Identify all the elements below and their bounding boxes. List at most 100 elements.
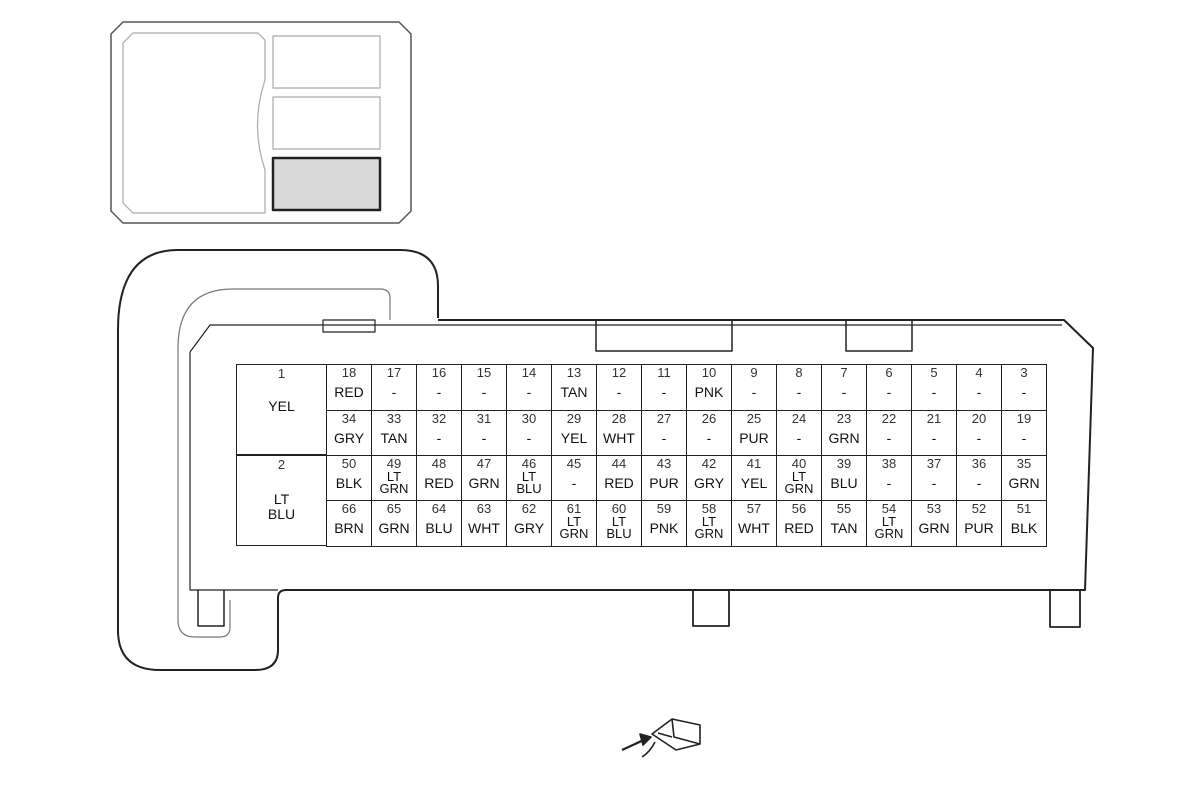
wire-color: TAN <box>380 430 408 446</box>
wire-color: BLK <box>335 475 363 491</box>
pin-number: 46 <box>521 456 537 471</box>
pin-cell-37: 37- <box>911 455 957 501</box>
wire-color: WHT <box>603 430 635 446</box>
pin-number: 48 <box>431 456 447 471</box>
wire-color: GRY <box>693 475 725 491</box>
pin-cell-45: 45- <box>551 455 597 501</box>
pin-number: 60 <box>611 501 627 516</box>
pin-cell-15: 15- <box>461 364 507 411</box>
pin-cell-5: 5- <box>911 364 957 411</box>
wire-color: BLK <box>1010 520 1038 536</box>
wire-color: - <box>886 384 892 400</box>
wire-color: WHT <box>468 520 500 536</box>
pin-number: 56 <box>791 501 807 516</box>
pin-number: 66 <box>341 501 357 516</box>
wire-color: - <box>886 430 892 446</box>
pin-number: 13 <box>566 365 582 380</box>
pin-number: 14 <box>521 365 537 380</box>
pin-cell-8: 8- <box>776 364 822 411</box>
pin-cell-7: 7- <box>821 364 867 411</box>
wire-color: - <box>616 384 622 400</box>
pin-cell-22: 22 - <box>866 410 912 456</box>
wire-color: RED <box>424 475 454 491</box>
pin-cell-20: 20 - <box>956 410 1002 456</box>
wire-color: - <box>1021 384 1027 400</box>
pin-cell-11: 11- <box>641 364 687 411</box>
wire-color: GRY <box>333 430 365 446</box>
pin-number: 64 <box>431 501 447 516</box>
wire-color: TAN <box>560 384 588 400</box>
wire-color: GRN <box>1008 475 1040 491</box>
pin-number: 18 <box>341 365 357 380</box>
wire-color: - <box>931 384 937 400</box>
pin-number: 30 <box>521 411 537 426</box>
wire-color: - <box>661 430 667 446</box>
pin-cell-31: 31- <box>461 410 507 456</box>
pin-number: 26 <box>701 411 717 426</box>
wire-color: PUR <box>649 475 679 491</box>
wire-color: - <box>481 430 487 446</box>
control-module-locator-icon <box>110 21 412 224</box>
pin-cell-36: 36- <box>956 455 1002 501</box>
pin-cell-14: 14 - <box>506 364 552 411</box>
wire-color: PUR <box>964 520 994 536</box>
pin-number: 1 <box>277 366 286 381</box>
wire-color: - <box>976 475 982 491</box>
wire-color: - <box>481 384 487 400</box>
wire-color: WHT <box>738 520 770 536</box>
pin-number: 27 <box>656 411 672 426</box>
pin-number: 16 <box>431 365 447 380</box>
wire-color: GRY <box>513 520 545 536</box>
wire-color: YEL <box>740 475 768 491</box>
pin-number: 37 <box>926 456 942 471</box>
wire-color: RED <box>604 475 634 491</box>
wire-color: PUR <box>739 430 769 446</box>
wire-color: PNK <box>694 384 724 400</box>
wire-color: - <box>391 384 397 400</box>
pin-number: 62 <box>521 501 537 516</box>
pin-number: 35 <box>1016 456 1032 471</box>
wire-color: - <box>526 384 532 400</box>
highlighted-connector-location <box>271 156 382 212</box>
pin-number: 42 <box>701 456 717 471</box>
pin-cell-30: 30- <box>506 410 552 456</box>
pin-number: 7 <box>840 365 848 380</box>
pin-cell-21: 21- <box>911 410 957 456</box>
wire-color: - <box>841 384 847 400</box>
pin-cell-27: 27 - <box>641 410 687 456</box>
pin-number: 34 <box>341 411 357 426</box>
pin-number: 20 <box>971 411 987 426</box>
wire-color: - <box>976 384 982 400</box>
pin-number: 41 <box>746 456 762 471</box>
pin-number: 22 <box>881 411 897 426</box>
pin-number: 65 <box>386 501 402 516</box>
pin-number: 63 <box>476 501 492 516</box>
wire-color: - <box>976 430 982 446</box>
pin-cell-24: 24- <box>776 410 822 456</box>
pin-number: 33 <box>386 411 402 426</box>
